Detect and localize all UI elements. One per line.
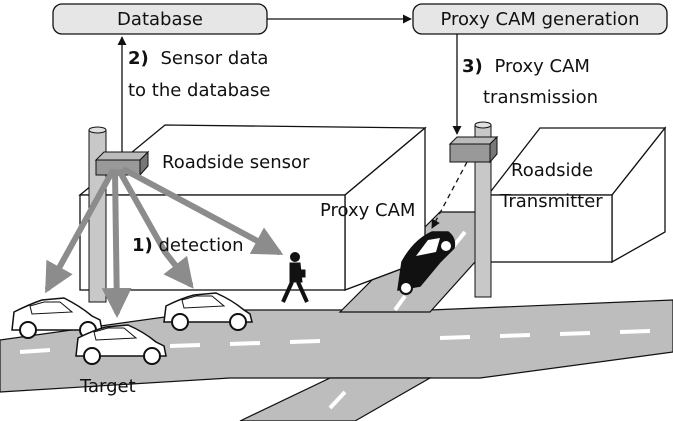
lane-markings — [19, 230, 651, 410]
proxy-cam-generation-label: Proxy CAM generation — [440, 9, 639, 30]
building-right — [486, 126, 667, 264]
step1-number: 1) — [132, 235, 153, 256]
proxy-cam-label: Proxy CAM — [320, 200, 415, 221]
step3-number: 3) — [462, 56, 483, 77]
roadside-sensor-label: Roadside sensor — [162, 152, 310, 173]
pedestrian — [281, 252, 309, 303]
roadside-transmitter-label-line2: Transmitter — [499, 191, 603, 212]
car-target-3 — [163, 292, 253, 331]
transmitter-pole — [474, 121, 492, 298]
target-label: Target — [79, 376, 136, 397]
step2-label: 2) Sensor data — [128, 48, 268, 69]
step3-text-line2: transmission — [483, 87, 598, 108]
car-target-2 — [75, 324, 167, 365]
car-proxy-black — [397, 231, 456, 295]
roadside-transmitter-label-line1: Roadside — [511, 160, 593, 181]
building-left — [78, 124, 427, 291]
step1-text: detection — [159, 235, 244, 256]
roadside-transmitter-device — [448, 135, 499, 164]
detection-arrows — [45, 167, 284, 318]
step1-label: 1) detection — [132, 235, 244, 256]
step3-label: 3) Proxy CAM — [462, 56, 590, 77]
database-label: Database — [117, 9, 203, 30]
step2-text-line2: to the database — [128, 80, 271, 101]
arrow-transmitter-to-car — [431, 161, 468, 229]
step2-text-line1: Sensor data — [161, 48, 269, 69]
step3-text-line1: Proxy CAM — [495, 56, 590, 77]
car-target-1 — [11, 297, 103, 339]
step2-number: 2) — [128, 48, 149, 69]
proxy-cam-generation-box — [412, 3, 668, 35]
